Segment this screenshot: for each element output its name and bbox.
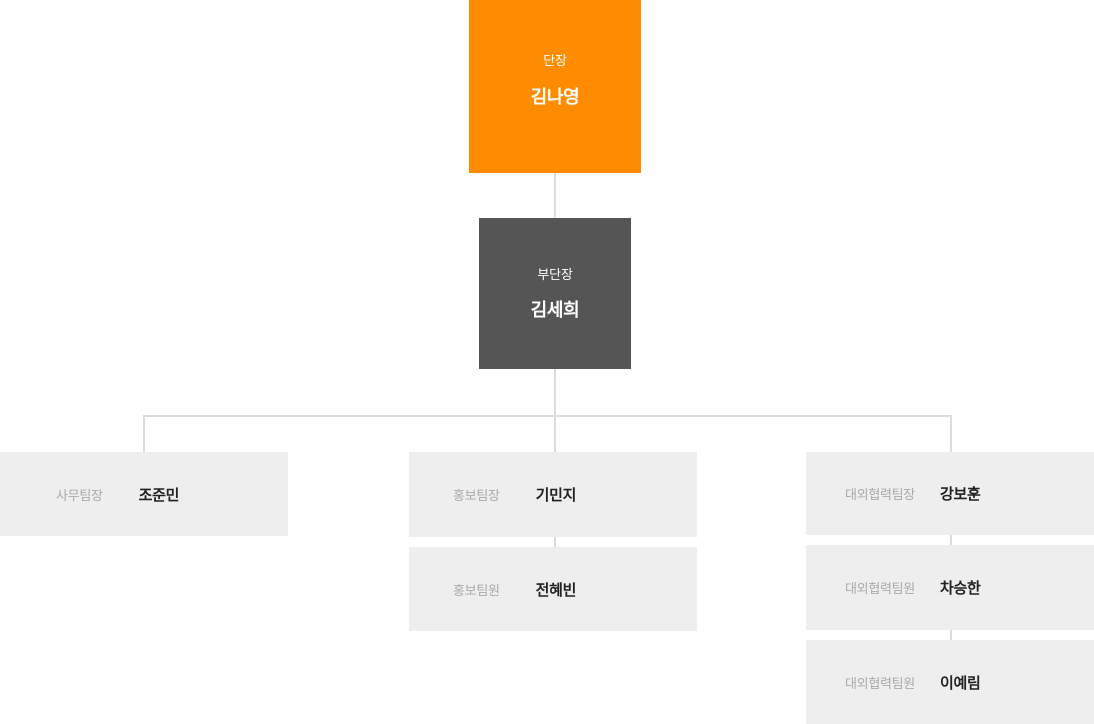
director-name: 김나영: [530, 87, 580, 107]
connector-pr-lead-to-member: [554, 537, 556, 547]
deputy-role: 부단장: [537, 267, 573, 282]
ext-lead-name: 강보훈: [939, 486, 981, 503]
node-external-team-member-2[interactable]: 대외협력팀원 이예림: [806, 640, 1094, 724]
connector-ext-member-1-to-member-2: [950, 630, 952, 640]
ext-member-2-role: 대외협력팀원: [845, 675, 915, 691]
pr-lead-name: 기민지: [535, 487, 577, 504]
node-director[interactable]: 단장 김나영: [469, 0, 641, 173]
ext-member-1-role: 대외협력팀원: [845, 581, 915, 596]
pr-member-name: 전혜빈: [535, 581, 577, 599]
connector-director-to-deputy: [554, 173, 556, 218]
pr-lead-role: 홍보팀장: [453, 488, 500, 503]
ext-member-2-name: 이예림: [939, 674, 981, 692]
connector-bus-to-pr: [554, 415, 556, 452]
office-lead-name: 조준민: [138, 486, 180, 504]
connector-bus-to-office: [143, 415, 145, 452]
node-external-team-member-1[interactable]: 대외협력팀원 차승한: [806, 545, 1094, 630]
node-office-team-lead[interactable]: 사무팀장 조준민: [0, 452, 288, 536]
node-pr-team-member[interactable]: 홍보팀원 전혜빈: [409, 547, 697, 631]
ext-lead-role: 대외협력팀장: [845, 487, 915, 502]
connector-deputy-down: [554, 369, 556, 416]
deputy-name: 김세희: [530, 300, 580, 320]
director-role: 단장: [543, 53, 567, 68]
connector-horizontal-bus: [143, 415, 952, 417]
ext-member-1-name: 차승한: [939, 580, 981, 597]
pr-member-role: 홍보팀원: [453, 582, 500, 598]
connector-bus-to-ext: [950, 415, 952, 452]
connector-ext-lead-to-member-1: [950, 535, 952, 545]
node-pr-team-lead[interactable]: 홍보팀장 기민지: [409, 452, 697, 537]
office-lead-role: 사무팀장: [56, 487, 103, 503]
node-external-team-lead[interactable]: 대외협력팀장 강보훈: [806, 452, 1094, 535]
node-deputy-director[interactable]: 부단장 김세희: [479, 218, 631, 369]
